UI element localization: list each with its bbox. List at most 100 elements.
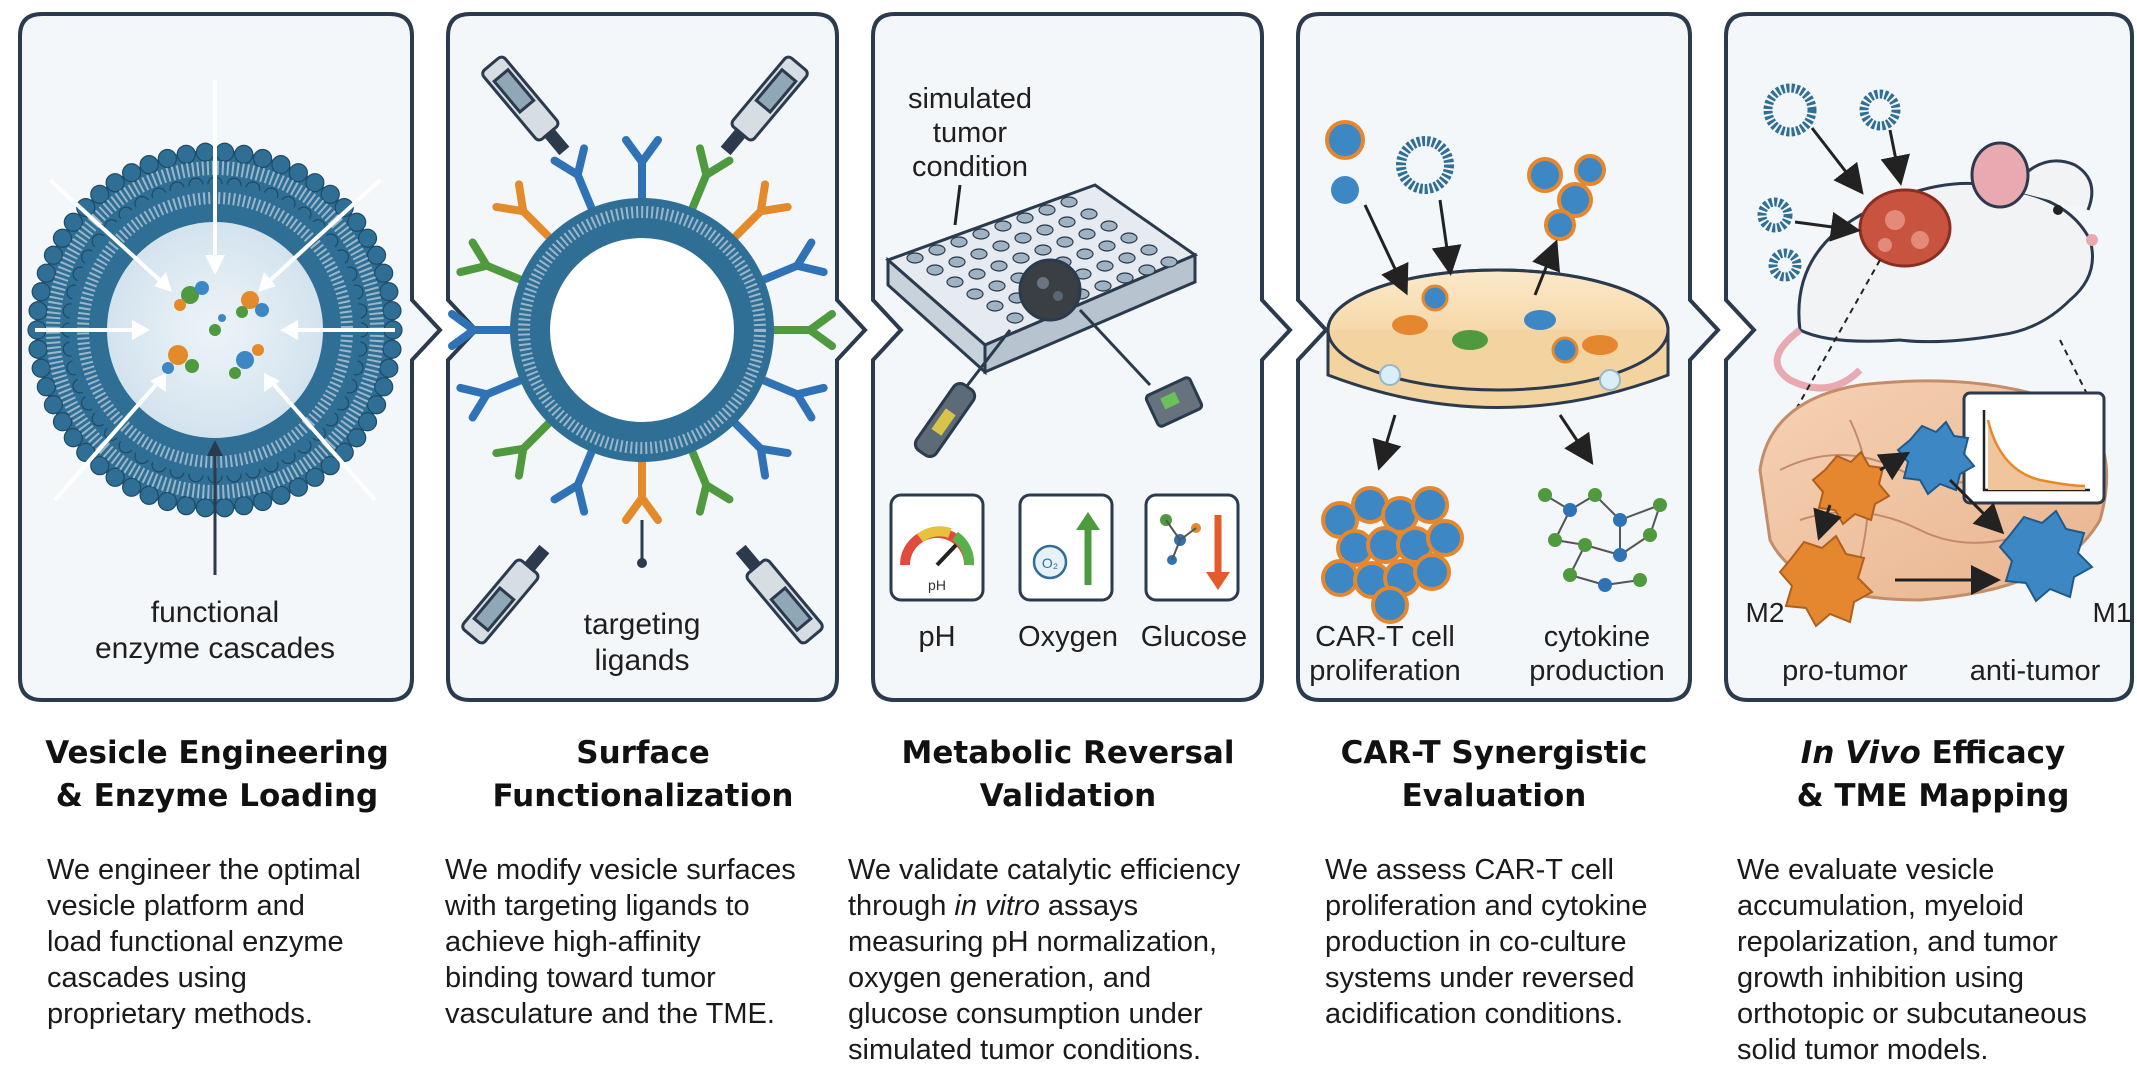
plate-well	[1080, 208, 1098, 220]
panel-1-illustration: functional enzyme cascades	[27, 80, 403, 665]
panel-4-illustration: CAR-T cell proliferation cytokine produc…	[1309, 120, 1670, 687]
panel-2-illustration: targeting ligands	[448, 55, 836, 677]
cytokine-network	[1538, 488, 1667, 592]
injected-vesicles	[1757, 83, 1901, 282]
lipid-bead	[288, 163, 308, 183]
label-enzyme-cascades: enzyme cascades	[95, 632, 335, 665]
lipid-bead	[43, 395, 64, 415]
plate-well	[948, 256, 966, 268]
lipid-bead	[157, 148, 177, 169]
lipid-bead	[36, 377, 56, 397]
svg-text:pH: pH	[928, 577, 946, 593]
ligand	[456, 238, 526, 285]
stage-1-title-line-2: & Enzyme Loading	[55, 778, 379, 814]
ligand	[687, 446, 734, 516]
lipid-bead	[379, 282, 399, 302]
panel-illustrations: functional enzyme cascades targeting lig…	[18, 12, 2134, 702]
lipid-bead	[271, 485, 291, 505]
label-ph: pH	[918, 621, 955, 653]
label-anti-tumor: anti-tumor	[1970, 655, 2101, 687]
plate-well	[1056, 236, 1074, 248]
stage-1-title: Vesicle Engineering & Enzyme Loading	[17, 732, 417, 818]
lipid-bead	[357, 412, 378, 432]
lipid-bead	[105, 173, 125, 193]
stage-3-title-line-1: Metabolic Reversal	[901, 735, 1235, 771]
lipid-bead	[253, 148, 273, 169]
stage-4-title-line-1: CAR-T Synergistic	[1340, 735, 1648, 771]
lipid-bead	[347, 212, 367, 232]
desc-line: We assess CAR-T cell	[1325, 854, 1614, 886]
lipid-bead	[320, 456, 340, 476]
plate-well	[928, 244, 946, 256]
label-targeting: targeting	[584, 608, 701, 641]
plate-well	[1140, 244, 1158, 256]
lipid-bead	[63, 212, 83, 232]
lipid-bead	[122, 163, 142, 183]
plate-well	[1076, 248, 1094, 260]
cart-cell	[1411, 486, 1449, 524]
lipid-bead	[347, 428, 367, 448]
lipid-bead	[320, 184, 340, 204]
lipid-bead	[305, 173, 325, 193]
lipid-bead	[139, 155, 159, 175]
stage-5-title-rest: Efficacy	[1920, 735, 2066, 771]
mouse-tail	[1773, 327, 1863, 392]
desc-line: solid tumor models.	[1737, 1034, 1989, 1066]
cytokine-node	[1538, 488, 1552, 502]
plate-well	[950, 236, 968, 248]
lipid-bead	[195, 142, 215, 162]
cart-cell	[1413, 553, 1451, 591]
label-functional: functional	[151, 596, 279, 629]
lipid-bead	[366, 395, 387, 415]
desc-line: We engineer the optimal	[47, 854, 361, 886]
plate-well	[988, 280, 1006, 292]
ligand	[687, 144, 734, 214]
cytokine-node	[1653, 498, 1667, 512]
lipid-bead	[63, 428, 83, 448]
cart-cell	[1426, 519, 1464, 557]
glucose-down-icon	[1160, 514, 1230, 590]
lipid-bead	[176, 144, 196, 164]
lipid-bead	[215, 142, 235, 162]
desc-segment: assays	[1039, 890, 1139, 922]
plate-well	[994, 220, 1012, 232]
cytokine-node	[1578, 538, 1592, 552]
lipid-bead	[382, 301, 402, 321]
ligand	[622, 456, 662, 524]
tumor-well-sample	[1018, 258, 1082, 322]
lipid-bead	[176, 496, 196, 516]
stage-4-description: We assess CAR-T cell proliferation and c…	[1325, 852, 1705, 1032]
plate-well	[992, 240, 1010, 252]
ph-box	[889, 493, 985, 602]
stage-4-title: CAR-T Synergistic Evaluation	[1294, 732, 1694, 818]
panel-3-illustration: simulated tumor condition pH	[885, 83, 1247, 653]
label-oxygen: Oxygen	[1018, 621, 1118, 653]
desc-line: with targeting ligands to	[445, 890, 750, 922]
cytokine-node	[1613, 513, 1627, 527]
stage-4-title-line-2: Evaluation	[1401, 778, 1587, 814]
lipid-bead	[195, 498, 215, 518]
plate-well	[1058, 216, 1076, 228]
lipid-bead	[52, 412, 73, 432]
cytokine-node	[1613, 548, 1627, 562]
ligand	[492, 417, 555, 480]
plate-well	[990, 260, 1008, 272]
lipid-bead	[357, 228, 378, 248]
vesicle-core	[550, 238, 734, 422]
lipid-bead	[334, 197, 354, 218]
ligand	[768, 310, 836, 350]
desc-line: measuring pH normalization,	[848, 926, 1218, 958]
lipid-bead	[305, 467, 325, 487]
plate-well	[968, 268, 986, 280]
cytokine-node	[1643, 528, 1657, 542]
stage-5-description: We evaluate vesicle accumulation, myeloi…	[1737, 852, 2132, 1068]
lipid-bead	[52, 228, 73, 248]
mouse-eye	[2053, 205, 2063, 215]
oxygen-box	[1018, 493, 1114, 602]
tumor	[1858, 188, 1952, 268]
ligand	[448, 310, 516, 350]
desc-line: systems under reversed	[1325, 962, 1635, 994]
cytokine-node	[1598, 578, 1612, 592]
loading-arrowheads	[132, 255, 298, 392]
plate-well	[1034, 244, 1052, 256]
